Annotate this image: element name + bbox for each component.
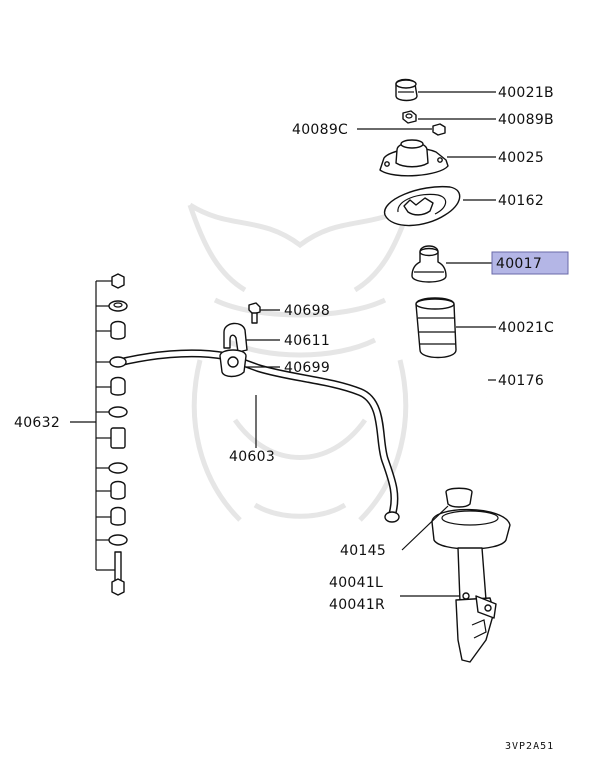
part-40699-bushing[interactable] xyxy=(219,349,247,378)
part-40041-strut[interactable] xyxy=(431,508,511,663)
leader-lines xyxy=(70,91,496,597)
highlight-40017-box xyxy=(491,251,569,275)
part-label-40025[interactable]: 40025 xyxy=(498,150,544,166)
part-40632-link-kit[interactable] xyxy=(108,273,128,596)
part-40603-stabilizer-bar[interactable] xyxy=(109,349,400,523)
part-label-40176[interactable]: 40176 xyxy=(498,373,544,389)
part-label-40021b[interactable]: 40021B xyxy=(498,85,554,101)
part-40017-bump-stop[interactable] xyxy=(411,245,447,283)
part-40021b-cap[interactable] xyxy=(395,78,418,102)
part-label-40089c[interactable]: 40089C xyxy=(292,122,348,138)
part-40089c-nut[interactable] xyxy=(432,123,446,136)
part-40089b-nut[interactable] xyxy=(402,110,417,124)
part-40162-seat[interactable] xyxy=(384,185,461,227)
diagram-code: 3VP2A51 xyxy=(505,741,554,752)
part-40145-pad[interactable] xyxy=(445,487,473,508)
part-label-40017[interactable]: 40017 xyxy=(496,256,542,272)
part-label-40162[interactable]: 40162 xyxy=(498,193,544,209)
part-label-40632[interactable]: 40632 xyxy=(14,415,60,431)
part-40176-spring[interactable] xyxy=(408,367,492,490)
part-label-40041l[interactable]: 40041L xyxy=(329,575,383,591)
part-label-40603[interactable]: 40603 xyxy=(229,449,275,465)
part-40611-clamp[interactable] xyxy=(223,322,248,353)
part-40021c-boot[interactable] xyxy=(415,297,457,359)
part-label-40041r[interactable]: 40041R xyxy=(329,597,385,613)
part-label-40611[interactable]: 40611 xyxy=(284,333,330,349)
part-40698-bolt[interactable] xyxy=(248,302,261,324)
part-label-40089b[interactable]: 40089B xyxy=(498,112,554,128)
part-label-40699[interactable]: 40699 xyxy=(284,360,330,376)
part-40025-mount[interactable] xyxy=(379,139,449,177)
part-label-40698[interactable]: 40698 xyxy=(284,303,330,319)
part-label-40145[interactable]: 40145 xyxy=(340,543,386,559)
part-label-40021c[interactable]: 40021C xyxy=(498,320,554,336)
